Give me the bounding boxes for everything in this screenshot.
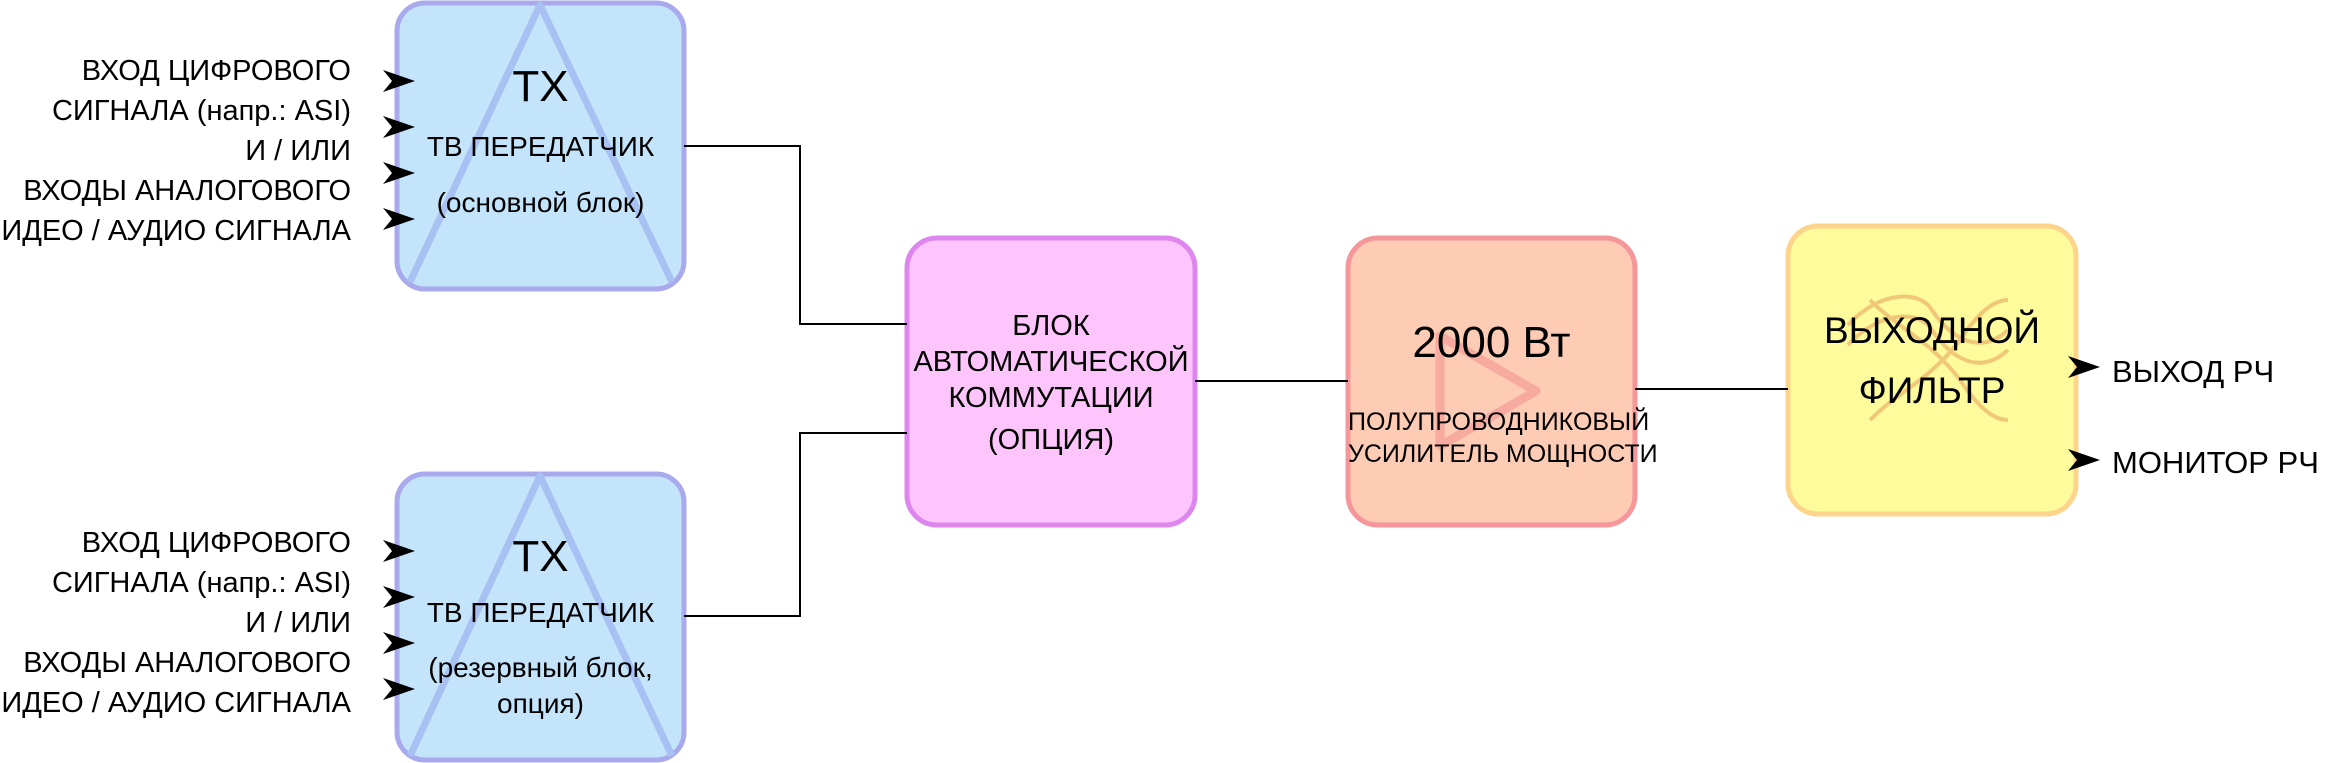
output-arrows — [2068, 356, 2100, 471]
filter-block — [1785, 223, 2079, 517]
tx-main-title: TX — [512, 62, 569, 111]
switch-label-line-3: КОММУТАЦИИ — [948, 382, 1154, 414]
tx-main-note: (основной блок) — [436, 187, 645, 218]
input-reserve-line-2: СИГНАЛА (напр.: ASI) — [51, 567, 351, 599]
switch-label-line-4: (ОПЦИЯ) — [988, 424, 1114, 456]
amplifier-box — [1345, 235, 1638, 528]
input-arrow-icon-main-3 — [383, 162, 415, 184]
tx-reserve-note-line-2: опция) — [497, 688, 584, 719]
input-arrow-icon-reserve-1 — [383, 540, 415, 562]
filter-wave-icon — [1846, 294, 2010, 345]
input-arrow-icon-main-2 — [383, 116, 415, 138]
input-arrows-main — [383, 70, 415, 230]
amplifier-label-line-1: ПОЛУПРОВОДНИКОВЫЙ — [1348, 408, 1650, 436]
tx-main-triangle-icon — [406, 1, 676, 284]
tx-reserve-title: TX — [512, 532, 569, 581]
input-arrow-icon-main-1 — [383, 70, 415, 92]
filter-wave-icon-2 — [1846, 314, 2010, 365]
input-reserve-line-4: ВХОДЫ АНАЛОГОВОГО — [23, 647, 351, 679]
input-main-line-1: ВХОД ЦИФРОВОГО — [81, 55, 351, 87]
amplifier-triangle-icon — [1435, 331, 1541, 451]
input-main-line-5: ВИДЕО / АУДИО СИГНАЛА — [0, 215, 351, 247]
tx-reserve-subtitle: ТВ ПЕРЕДАТЧИК — [426, 597, 655, 628]
input-reserve-line-1: ВХОД ЦИФРОВОГО — [81, 527, 351, 559]
wire-tx-main-to-switch — [684, 145, 907, 325]
filter-wave-icon-4 — [1868, 298, 2009, 422]
input-arrow-icon-main-4 — [383, 208, 415, 230]
rf-monitor-arrow-icon — [2068, 449, 2100, 471]
input-arrows-reserve — [383, 540, 415, 700]
rf-output-arrow-icon — [2068, 356, 2100, 378]
tx-main-subtitle: ТВ ПЕРЕДАТЧИК — [426, 131, 655, 162]
switch-label-line-2: АВТОМАТИЧЕСКОЙ — [913, 346, 1189, 378]
amplifier-block — [1345, 235, 1638, 528]
wire-tx-reserve-to-switch — [684, 432, 907, 617]
input-reserve-line-3: И / ИЛИ — [245, 607, 351, 639]
amplifier-power: 2000 Вт — [1412, 318, 1571, 367]
input-main-line-3: И / ИЛИ — [245, 135, 351, 167]
input-arrow-icon-reserve-2 — [383, 586, 415, 608]
tx-reserve-note-line-1: (резервный блок, — [428, 652, 653, 683]
input-main-line-4: ВХОДЫ АНАЛОГОВОГО — [23, 175, 351, 207]
input-arrow-icon-reserve-3 — [383, 632, 415, 654]
filter-label-line-1: ВЫХОДНОЙ — [1823, 310, 2040, 351]
input-main-line-2: СИГНАЛА (напр.: ASI) — [51, 95, 351, 127]
input-arrow-icon-reserve-4 — [383, 678, 415, 700]
filter-label-line-2: ФИЛЬТР — [1858, 370, 2006, 411]
filter-wave-icon-3 — [1868, 298, 2009, 422]
input-reserve-line-5: ВИДЕО / АУДИО СИГНАЛА — [0, 687, 351, 719]
tx-reserve-triangle-icon — [406, 472, 676, 758]
switch-label-line-1: БЛОК — [1012, 310, 1090, 342]
rf-monitor-label: МОНИТОР РЧ — [2112, 445, 2319, 480]
rf-output-label: ВЫХОД РЧ — [2112, 354, 2275, 389]
amplifier-label-line-2: УСИЛИТЕЛЬ МОЩНОСТИ — [1348, 440, 1658, 468]
